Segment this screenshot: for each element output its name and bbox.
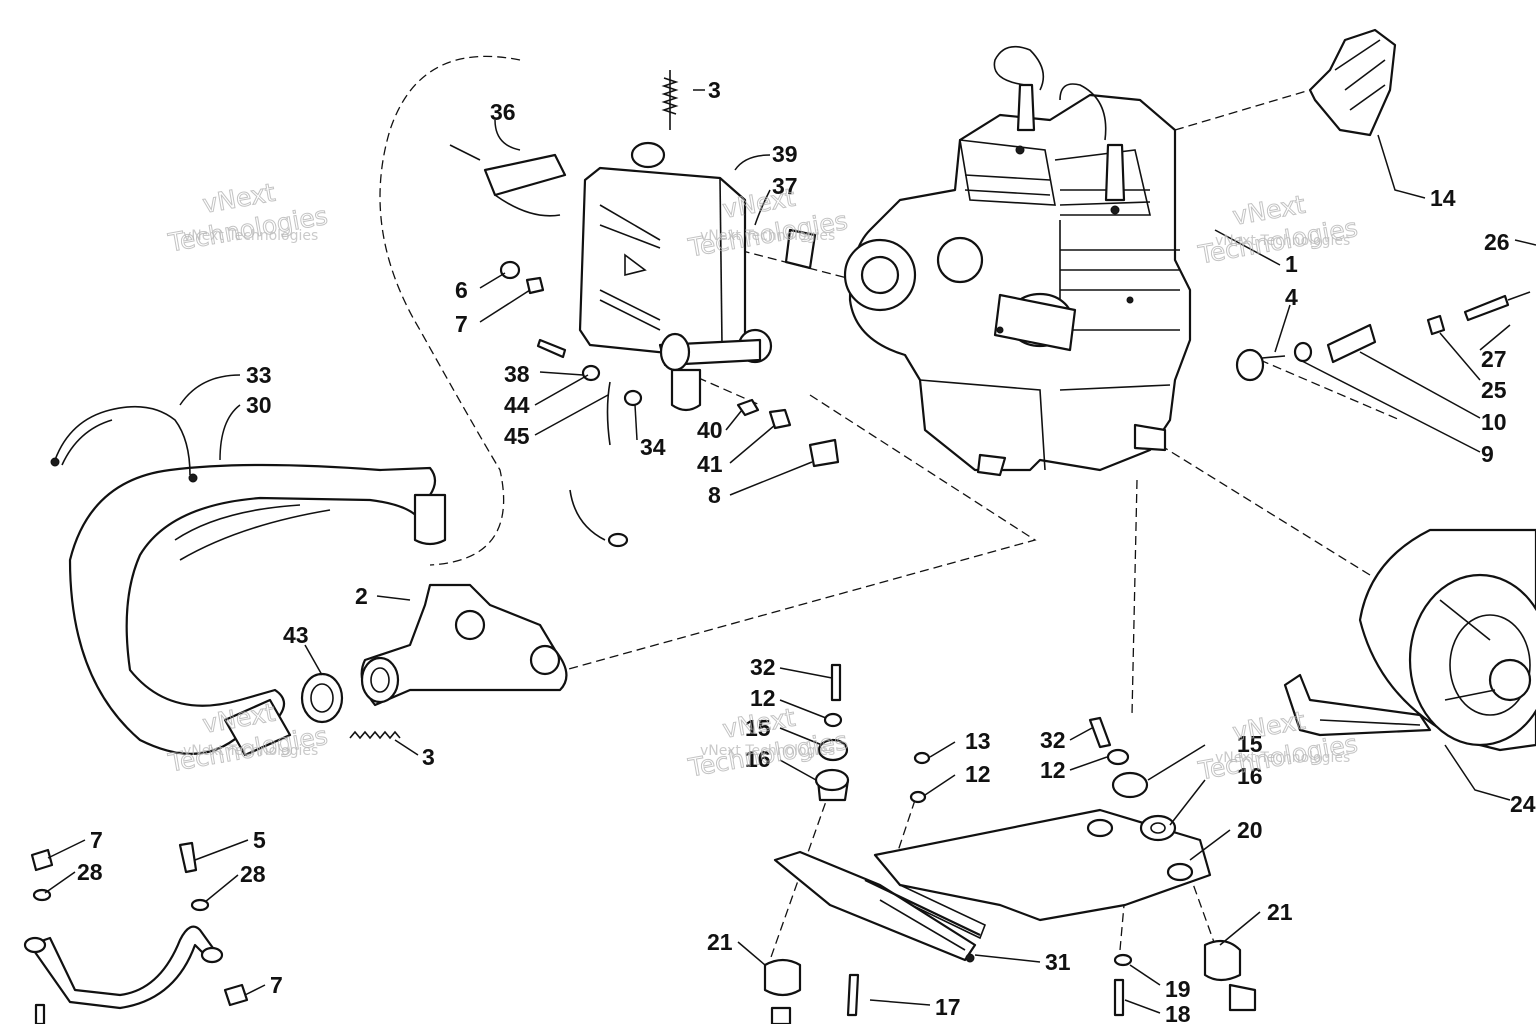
leader-lines [44, 89, 1536, 1014]
callout-37: 37 [772, 173, 798, 199]
callout-3-top: 3 [708, 77, 721, 103]
watermark-left-top: vNext Technologies [165, 177, 330, 258]
mount-hardware-right [1235, 291, 1531, 382]
callout-30: 30 [246, 392, 272, 418]
watermark-small: vNext Technologies [183, 228, 318, 244]
callout-17: 17 [935, 994, 961, 1020]
air-silencer [449, 70, 773, 412]
drive-clutch [1283, 528, 1536, 752]
callout-12-left: 12 [750, 685, 776, 711]
callout-44: 44 [504, 392, 530, 418]
callout-43: 43 [283, 622, 309, 648]
callout-7-c: 7 [270, 972, 283, 998]
callout-14: 14 [1430, 185, 1456, 211]
callout-7-b: 7 [90, 827, 103, 853]
callout-15-right: 15 [1237, 731, 1263, 757]
callout-24: 24 [1510, 791, 1536, 817]
callout-16-left: 16 [745, 746, 771, 772]
callout-38: 38 [504, 361, 530, 387]
callout-32-right: 32 [1040, 727, 1066, 753]
mounting-plate [773, 808, 1212, 963]
callout-9: 9 [1481, 441, 1494, 467]
callout-15-left: 15 [745, 715, 771, 741]
callout-4: 4 [1285, 284, 1298, 310]
callout-6: 6 [455, 277, 468, 303]
watermark-small: vNext Technologies [1215, 233, 1350, 249]
exhaust-pipe [50, 405, 447, 757]
callout-2: 2 [355, 583, 368, 609]
callout-3-bottom: 3 [422, 744, 435, 770]
callout-34: 34 [640, 434, 666, 460]
callout-28-a: 28 [77, 859, 103, 885]
recoil-starter-handle [1308, 28, 1397, 137]
callout-39: 39 [772, 141, 798, 167]
watermark-small: vNext Technologies [1215, 750, 1350, 766]
callout-36: 36 [490, 99, 516, 125]
callout-12-mid: 12 [965, 761, 991, 787]
watermark-small: vNext Technologies [183, 743, 318, 759]
callout-32-left: 32 [750, 654, 776, 680]
engine-block [843, 45, 1192, 477]
callout-16-right: 16 [1237, 763, 1263, 789]
callout-41: 41 [697, 451, 723, 477]
callout-40: 40 [697, 417, 723, 443]
callout-28-b: 28 [240, 861, 266, 887]
callout-33: 33 [246, 362, 272, 388]
watermark-small: vNext Technologies [700, 228, 835, 244]
callout-7-a: 7 [455, 311, 468, 337]
callout-8: 8 [708, 482, 721, 508]
callout-27: 27 [1481, 346, 1507, 372]
muffler-bracket [23, 841, 249, 1024]
watermark-small: vNext Technologies [700, 743, 835, 759]
exhaust-manifold [300, 583, 568, 740]
airbox-hardware [499, 228, 840, 548]
callout-13: 13 [965, 728, 991, 754]
callout-1: 1 [1285, 251, 1298, 277]
callout-19: 19 [1165, 976, 1191, 1002]
callout-12-right: 12 [1040, 757, 1066, 783]
callout-26: 26 [1484, 229, 1510, 255]
callout-20: 20 [1237, 817, 1263, 843]
callout-18: 18 [1165, 1001, 1191, 1024]
engine-mount-isolators [763, 663, 1257, 1024]
callout-10: 10 [1481, 409, 1507, 435]
watermark-right-top: vNext Technologies [1195, 189, 1360, 270]
callout-21-left: 21 [707, 929, 733, 955]
callout-21-right: 21 [1267, 899, 1293, 925]
callout-31: 31 [1045, 949, 1071, 975]
callout-5: 5 [253, 827, 266, 853]
callout-25: 25 [1481, 377, 1507, 403]
part-callouts: 3 36 39 37 6 7 38 44 45 34 40 41 8 33 30… [77, 77, 1536, 1024]
callout-45: 45 [504, 423, 530, 449]
